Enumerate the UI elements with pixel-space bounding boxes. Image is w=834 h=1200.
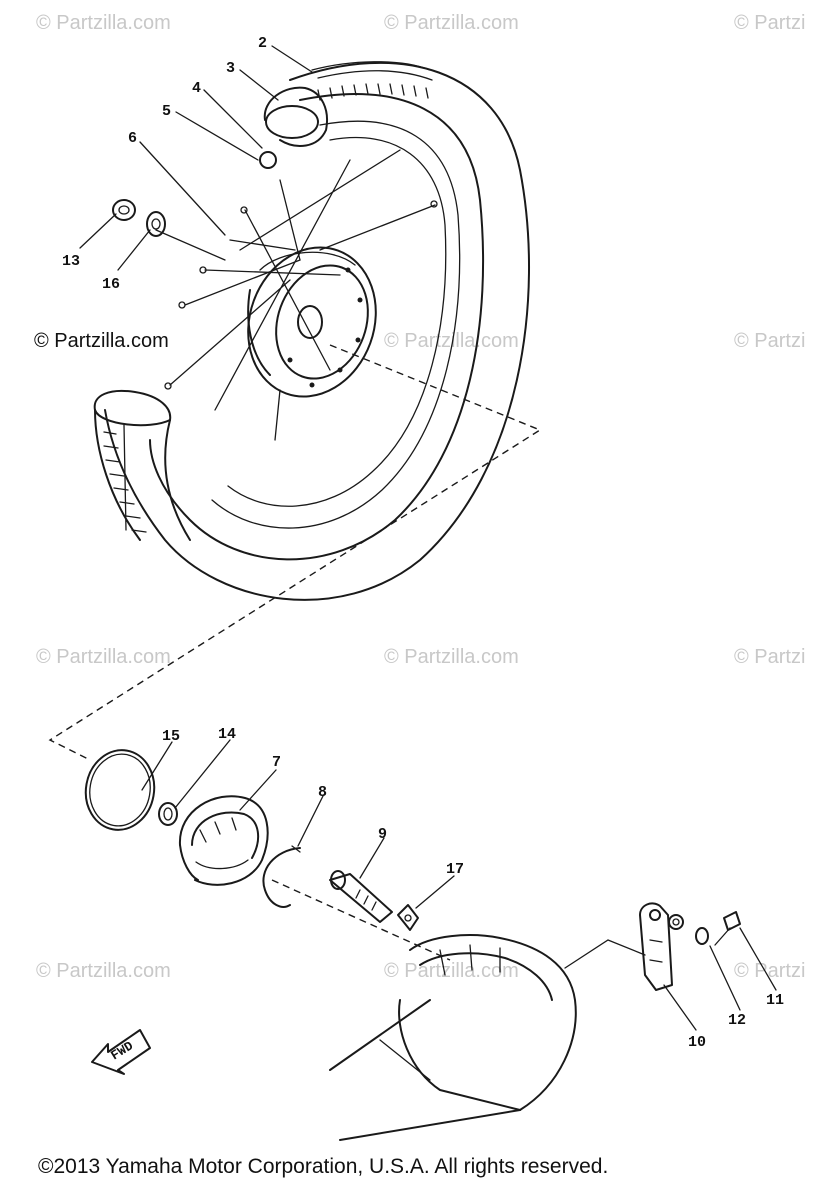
nut-and-washer-drawing: [112, 151, 277, 237]
callout-2: 2: [258, 35, 267, 52]
bolt-and-washer-drawing: [695, 911, 741, 946]
projection-line: [48, 344, 542, 761]
watermark: © Partzilla.com: [36, 960, 171, 982]
callout-11: 11: [766, 992, 784, 1009]
cam-shaft-drawing: [329, 870, 393, 923]
watermark: © Partzilla.com: [384, 960, 519, 982]
watermark: © Partzilla.com: [36, 646, 171, 668]
spokes-drawing: [164, 149, 438, 441]
panel-to-arm-line: [564, 939, 646, 969]
callout-10: 10: [688, 1034, 706, 1051]
brake-panel-drawing: [329, 934, 577, 1141]
seal-ring-drawing: [84, 749, 156, 831]
callout-14: 14: [218, 726, 236, 743]
brake-arm-drawing: [639, 902, 684, 991]
copyright-footer: ©2013 Yamaha Motor Corporation, U.S.A. A…: [38, 1155, 609, 1178]
circlip-drawing: [158, 802, 178, 826]
watermark: © Partzi: [734, 12, 806, 34]
tire-drawing: [93, 61, 531, 601]
watermark: © Partzi: [734, 960, 806, 982]
indicator-plate-drawing: [397, 904, 419, 931]
axle-line: [271, 879, 451, 961]
watermark: © Partzilla.com: [384, 12, 519, 34]
watermark: © Partzilla.com: [34, 330, 169, 352]
callout-4: 4: [192, 80, 201, 97]
callout-16: 16: [102, 276, 120, 293]
watermark: © Partzi: [734, 330, 806, 352]
callout-3: 3: [226, 60, 235, 77]
callout-9: 9: [378, 826, 387, 843]
callout-15: 15: [162, 728, 180, 745]
callout-5: 5: [162, 103, 171, 120]
watermark: © Partzi: [734, 646, 806, 668]
callout-6: 6: [128, 130, 137, 147]
callout-17: 17: [446, 861, 464, 878]
fwd-arrow-icon: FWD: [91, 1029, 151, 1075]
spring-drawing: [262, 845, 301, 908]
leader-lines-lower: [141, 739, 777, 1031]
hub-drawing: [247, 246, 377, 398]
watermark: © Partzilla.com: [384, 646, 519, 668]
callout-8: 8: [318, 784, 327, 801]
callout-7: 7: [272, 754, 281, 771]
exploded-view-drawing: FWD 2 3 4 5 6 13 16 15 14 7 8 9 17 10 12…: [48, 35, 784, 1141]
leader-lines-upper: [79, 45, 313, 271]
watermark: © Partzilla.com: [36, 12, 171, 34]
brake-shoe-drawing: [178, 795, 269, 886]
callout-12: 12: [728, 1012, 746, 1029]
watermark: © Partzilla.com: [384, 330, 519, 352]
callout-13: 13: [62, 253, 80, 270]
